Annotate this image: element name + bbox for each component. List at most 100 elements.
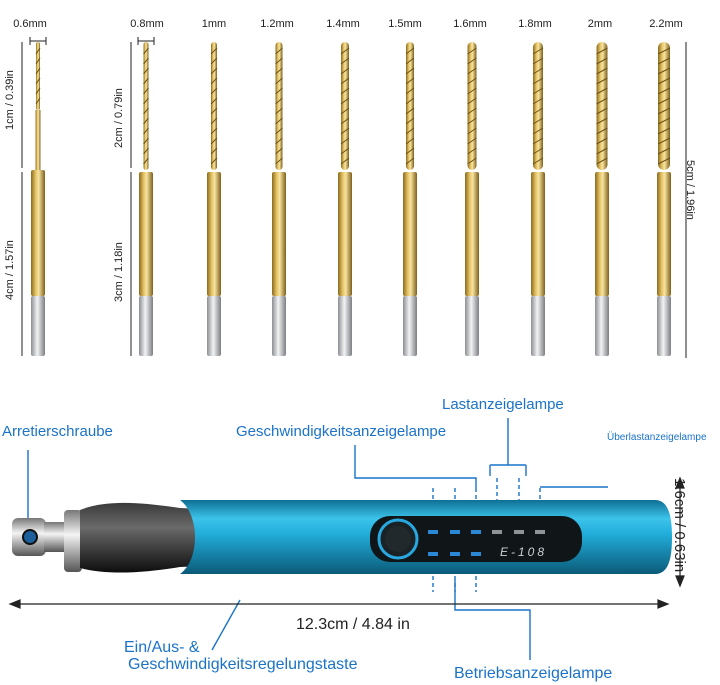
bit-twist-mark xyxy=(405,77,415,85)
bit-shank xyxy=(338,172,352,296)
bit-twist-mark xyxy=(275,147,283,155)
drill-bit xyxy=(338,42,352,356)
bit-twist-mark xyxy=(467,127,477,135)
bit-twist-mark xyxy=(143,117,149,125)
drill-bit xyxy=(139,42,153,356)
bit-flute xyxy=(211,42,217,170)
drill-bit xyxy=(657,42,671,356)
bit-twist-mark xyxy=(532,107,544,115)
bit-twist-mark xyxy=(340,137,350,145)
bit-twist-mark xyxy=(596,157,608,165)
bit-twist-mark xyxy=(275,157,283,165)
bit-twist-mark xyxy=(596,97,608,105)
callout-overload-lamp: Überlastanzeigelampe xyxy=(607,432,707,443)
bit-twist-mark xyxy=(340,97,350,105)
dim-short-shank: 4cm / 1.57in xyxy=(4,240,16,300)
bit-twist-mark xyxy=(657,137,671,145)
bit-steel-end xyxy=(531,296,545,356)
bit-steel-end xyxy=(272,296,286,356)
bit-twist-mark xyxy=(596,107,608,115)
bit-twist-mark xyxy=(657,157,671,165)
bit-twist-mark xyxy=(467,157,477,165)
bit-twist-mark xyxy=(340,157,350,165)
bit-twist-mark xyxy=(657,117,671,125)
bit-twist-mark xyxy=(275,97,283,105)
callout-power-button-line1: Ein/Aus- & xyxy=(124,639,200,656)
bit-twist-mark xyxy=(596,87,608,95)
bit-twist-mark xyxy=(405,157,415,165)
bit-twist-mark xyxy=(143,107,149,115)
bit-twist-mark xyxy=(467,137,477,145)
bit-shank xyxy=(595,172,609,296)
bit-twist-mark xyxy=(143,77,149,85)
bit-twist-mark xyxy=(340,127,350,135)
bit-size-label: 1.6mm xyxy=(453,18,487,30)
dim-long-flute: 2cm / 0.79in xyxy=(113,88,125,148)
bit-twist-mark xyxy=(35,77,41,85)
bit-twist-mark xyxy=(405,127,415,135)
bit-twist-mark xyxy=(275,87,283,95)
bit-twist-mark xyxy=(210,57,218,65)
bit-twist-mark xyxy=(143,137,149,145)
bit-twist-mark xyxy=(340,147,350,155)
bit-size-label: 1.4mm xyxy=(326,18,360,30)
bit-twist-mark xyxy=(340,47,350,55)
bit-twist-mark xyxy=(657,147,671,155)
bit-twist-mark xyxy=(143,57,149,65)
bit-twist-mark xyxy=(210,77,218,85)
drill-bit xyxy=(403,42,417,356)
bit-twist-mark xyxy=(275,137,283,145)
bit-steel-end xyxy=(595,296,609,356)
bit-twist-mark xyxy=(596,57,608,65)
bit-steel-end xyxy=(31,296,45,356)
bit-twist-mark xyxy=(275,67,283,75)
bit-twist-mark xyxy=(275,117,283,125)
bit-twist-mark xyxy=(210,67,218,75)
bit-steel-end xyxy=(403,296,417,356)
bit-twist-mark xyxy=(35,67,41,75)
bit-twist-mark xyxy=(143,127,149,135)
bit-twist-mark xyxy=(210,147,218,155)
display-text: E-108 xyxy=(500,545,548,559)
bit-twist-mark xyxy=(210,157,218,165)
bit-shank xyxy=(272,172,286,296)
bit-twist-mark xyxy=(467,117,477,125)
rotary-pen-illustration xyxy=(8,418,685,660)
bit-twist-mark xyxy=(532,67,544,75)
bit-shank xyxy=(207,172,221,296)
bit-twist-mark xyxy=(532,77,544,85)
bit-twist-mark xyxy=(340,67,350,75)
bit-steel-end xyxy=(657,296,671,356)
bit-twist-mark xyxy=(532,157,544,165)
bit-twist-mark xyxy=(467,87,477,95)
dim-short-flute: 1cm / 0.39in xyxy=(4,70,16,130)
callout-lock-screw: Arretierschraube xyxy=(2,423,113,440)
bit-twist-mark xyxy=(143,67,149,75)
callout-operation-lamp: Betriebsanzeigelampe xyxy=(454,665,613,682)
callout-speed-lamp: Geschwindigkeitsanzeigelampe xyxy=(236,423,447,440)
bit-flute xyxy=(406,42,414,170)
bit-twist-mark xyxy=(657,97,671,105)
drill-bit xyxy=(531,42,545,356)
bit-twist-mark xyxy=(210,117,218,125)
bit-twist-mark xyxy=(467,97,477,105)
drill-bit xyxy=(272,42,286,356)
bit-twist-mark xyxy=(405,147,415,155)
bit-steel-end xyxy=(465,296,479,356)
bit-twist-mark xyxy=(532,97,544,105)
bit-twist-mark xyxy=(405,97,415,105)
bit-twist-mark xyxy=(532,147,544,155)
bit-twist-mark xyxy=(143,87,149,95)
bit-twist-mark xyxy=(532,137,544,145)
callout-load-lamp: Lastanzeigelampe xyxy=(442,396,564,413)
bit-twist-mark xyxy=(467,47,477,55)
bit-twist-mark xyxy=(35,87,41,95)
bit-twist-mark xyxy=(340,57,350,65)
bit-flute xyxy=(143,42,149,170)
bit-flute xyxy=(275,42,283,170)
bit-shank xyxy=(657,172,671,296)
bit-size-label: 1.8mm xyxy=(518,18,552,30)
bit-flute xyxy=(467,42,477,170)
bit-shank xyxy=(31,170,45,296)
bit-twist-mark xyxy=(596,77,608,85)
